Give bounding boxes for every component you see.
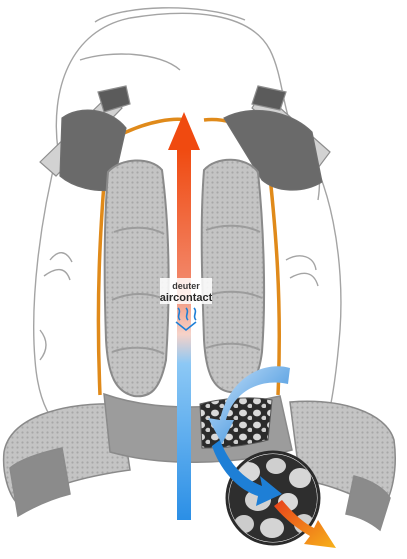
hip-belt [2,392,396,532]
heat-wave-icon [175,307,197,332]
airflow-arrow-icon [168,112,200,520]
aircontact-logo: deuter aircontact [160,278,213,332]
logo-backdrop [160,278,212,304]
cool-air-arrow [208,366,290,444]
logo-brand: deuter [172,281,200,291]
back-pad-left [103,159,170,398]
logo-system: aircontact [160,292,213,304]
back-pad-right [200,158,266,394]
hot-air-arrow [274,500,336,548]
cold-air-arrow [212,440,282,506]
